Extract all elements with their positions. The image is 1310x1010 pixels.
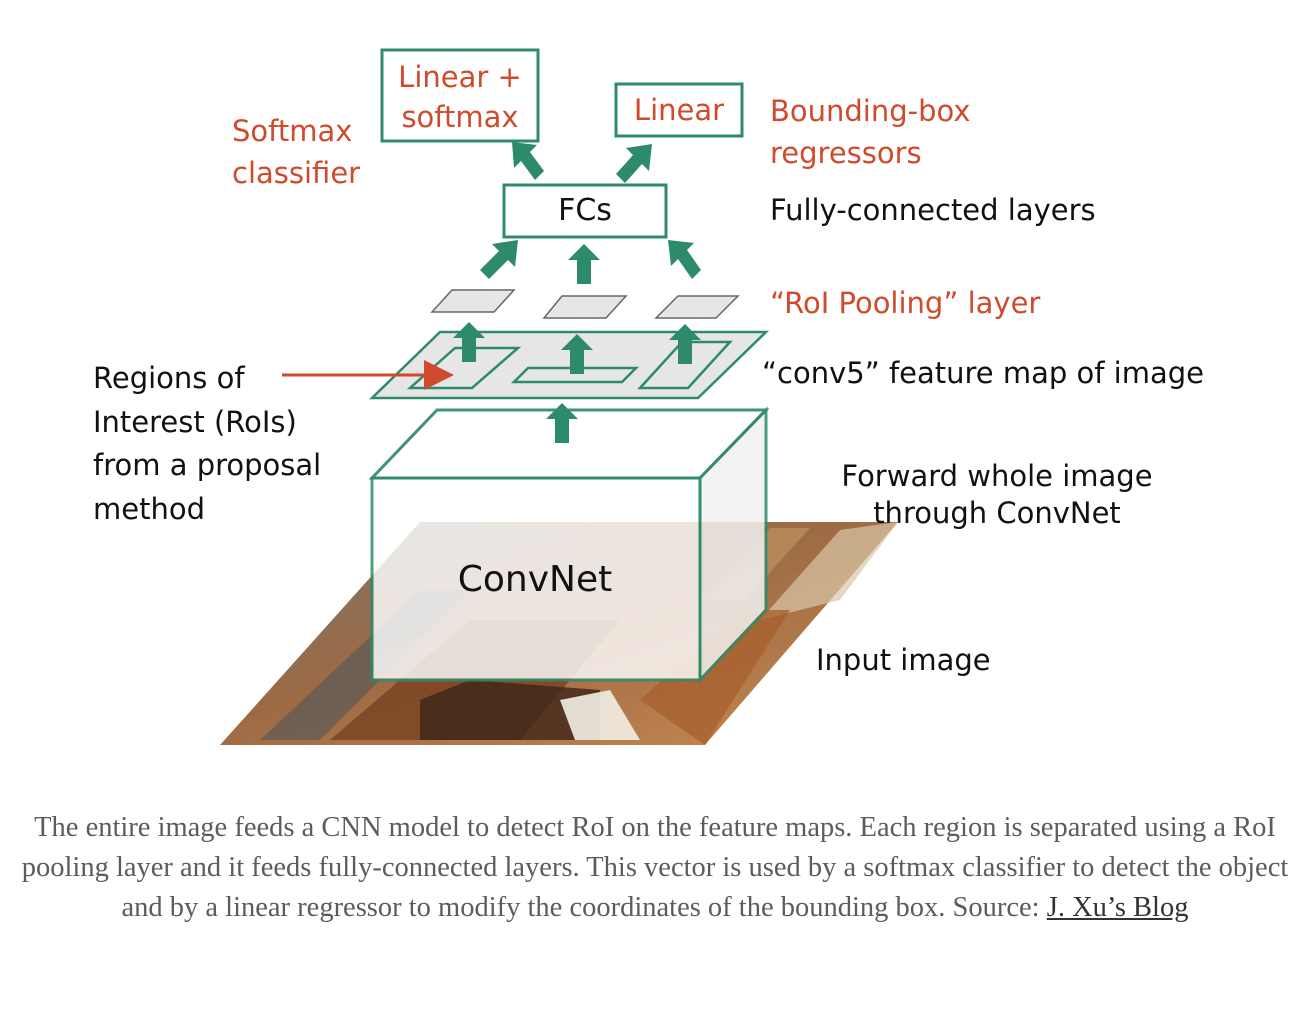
forward-label: Forward whole image through ConvNet <box>841 459 1153 530</box>
softmax-classifier-label: Softmax classifier <box>232 114 361 190</box>
fcs-label: FCs <box>558 193 612 228</box>
arrow-roi-left <box>453 322 485 362</box>
input-image-label: Input image <box>816 643 991 677</box>
convnet-label: ConvNet <box>457 559 613 600</box>
fully-connected-label: Fully-connected layers <box>770 193 1096 227</box>
arrow-roi-right <box>669 324 701 364</box>
conv5-label: “conv5” feature map of image <box>762 356 1205 390</box>
roi-middle <box>510 366 640 384</box>
roi-right <box>637 340 733 390</box>
linear-box <box>614 82 744 138</box>
bbox-regressors-label: Bounding-box regressors <box>770 94 971 170</box>
linear-softmax-label: Linear + softmax <box>398 60 522 134</box>
source-link[interactable]: J. Xu’s Blog <box>1046 892 1189 923</box>
arrow-pool-right <box>668 240 701 279</box>
arrow-roi-middle <box>561 334 593 374</box>
convnet-box <box>368 406 770 684</box>
roi-pooling-label: “RoI Pooling” layer <box>770 286 1041 320</box>
arrow-convnet-to-conv5 <box>546 403 578 443</box>
arrow-pool-middle <box>568 244 600 284</box>
rois-label: Regions of Interest (RoIs) from a propos… <box>93 361 322 526</box>
diagram-graphics <box>220 48 898 745</box>
arrow-fcs-to-linear <box>616 144 652 183</box>
conv5-feature-map <box>368 330 770 400</box>
caption-text: The entire image feeds a CNN model to de… <box>21 812 1289 923</box>
arrow-fcs-to-softmax <box>512 142 544 180</box>
fcs-box <box>502 183 668 239</box>
figure-caption: The entire image feeds a CNN model to de… <box>20 808 1290 928</box>
linear-softmax-box <box>380 48 540 143</box>
fast-rcnn-diagram: Linear + softmax Linear FCs ConvNet Soft… <box>93 48 1205 745</box>
roi-pooling-layer <box>430 289 740 319</box>
arrow-pool-left <box>480 240 518 279</box>
linear-label: Linear <box>633 93 725 127</box>
